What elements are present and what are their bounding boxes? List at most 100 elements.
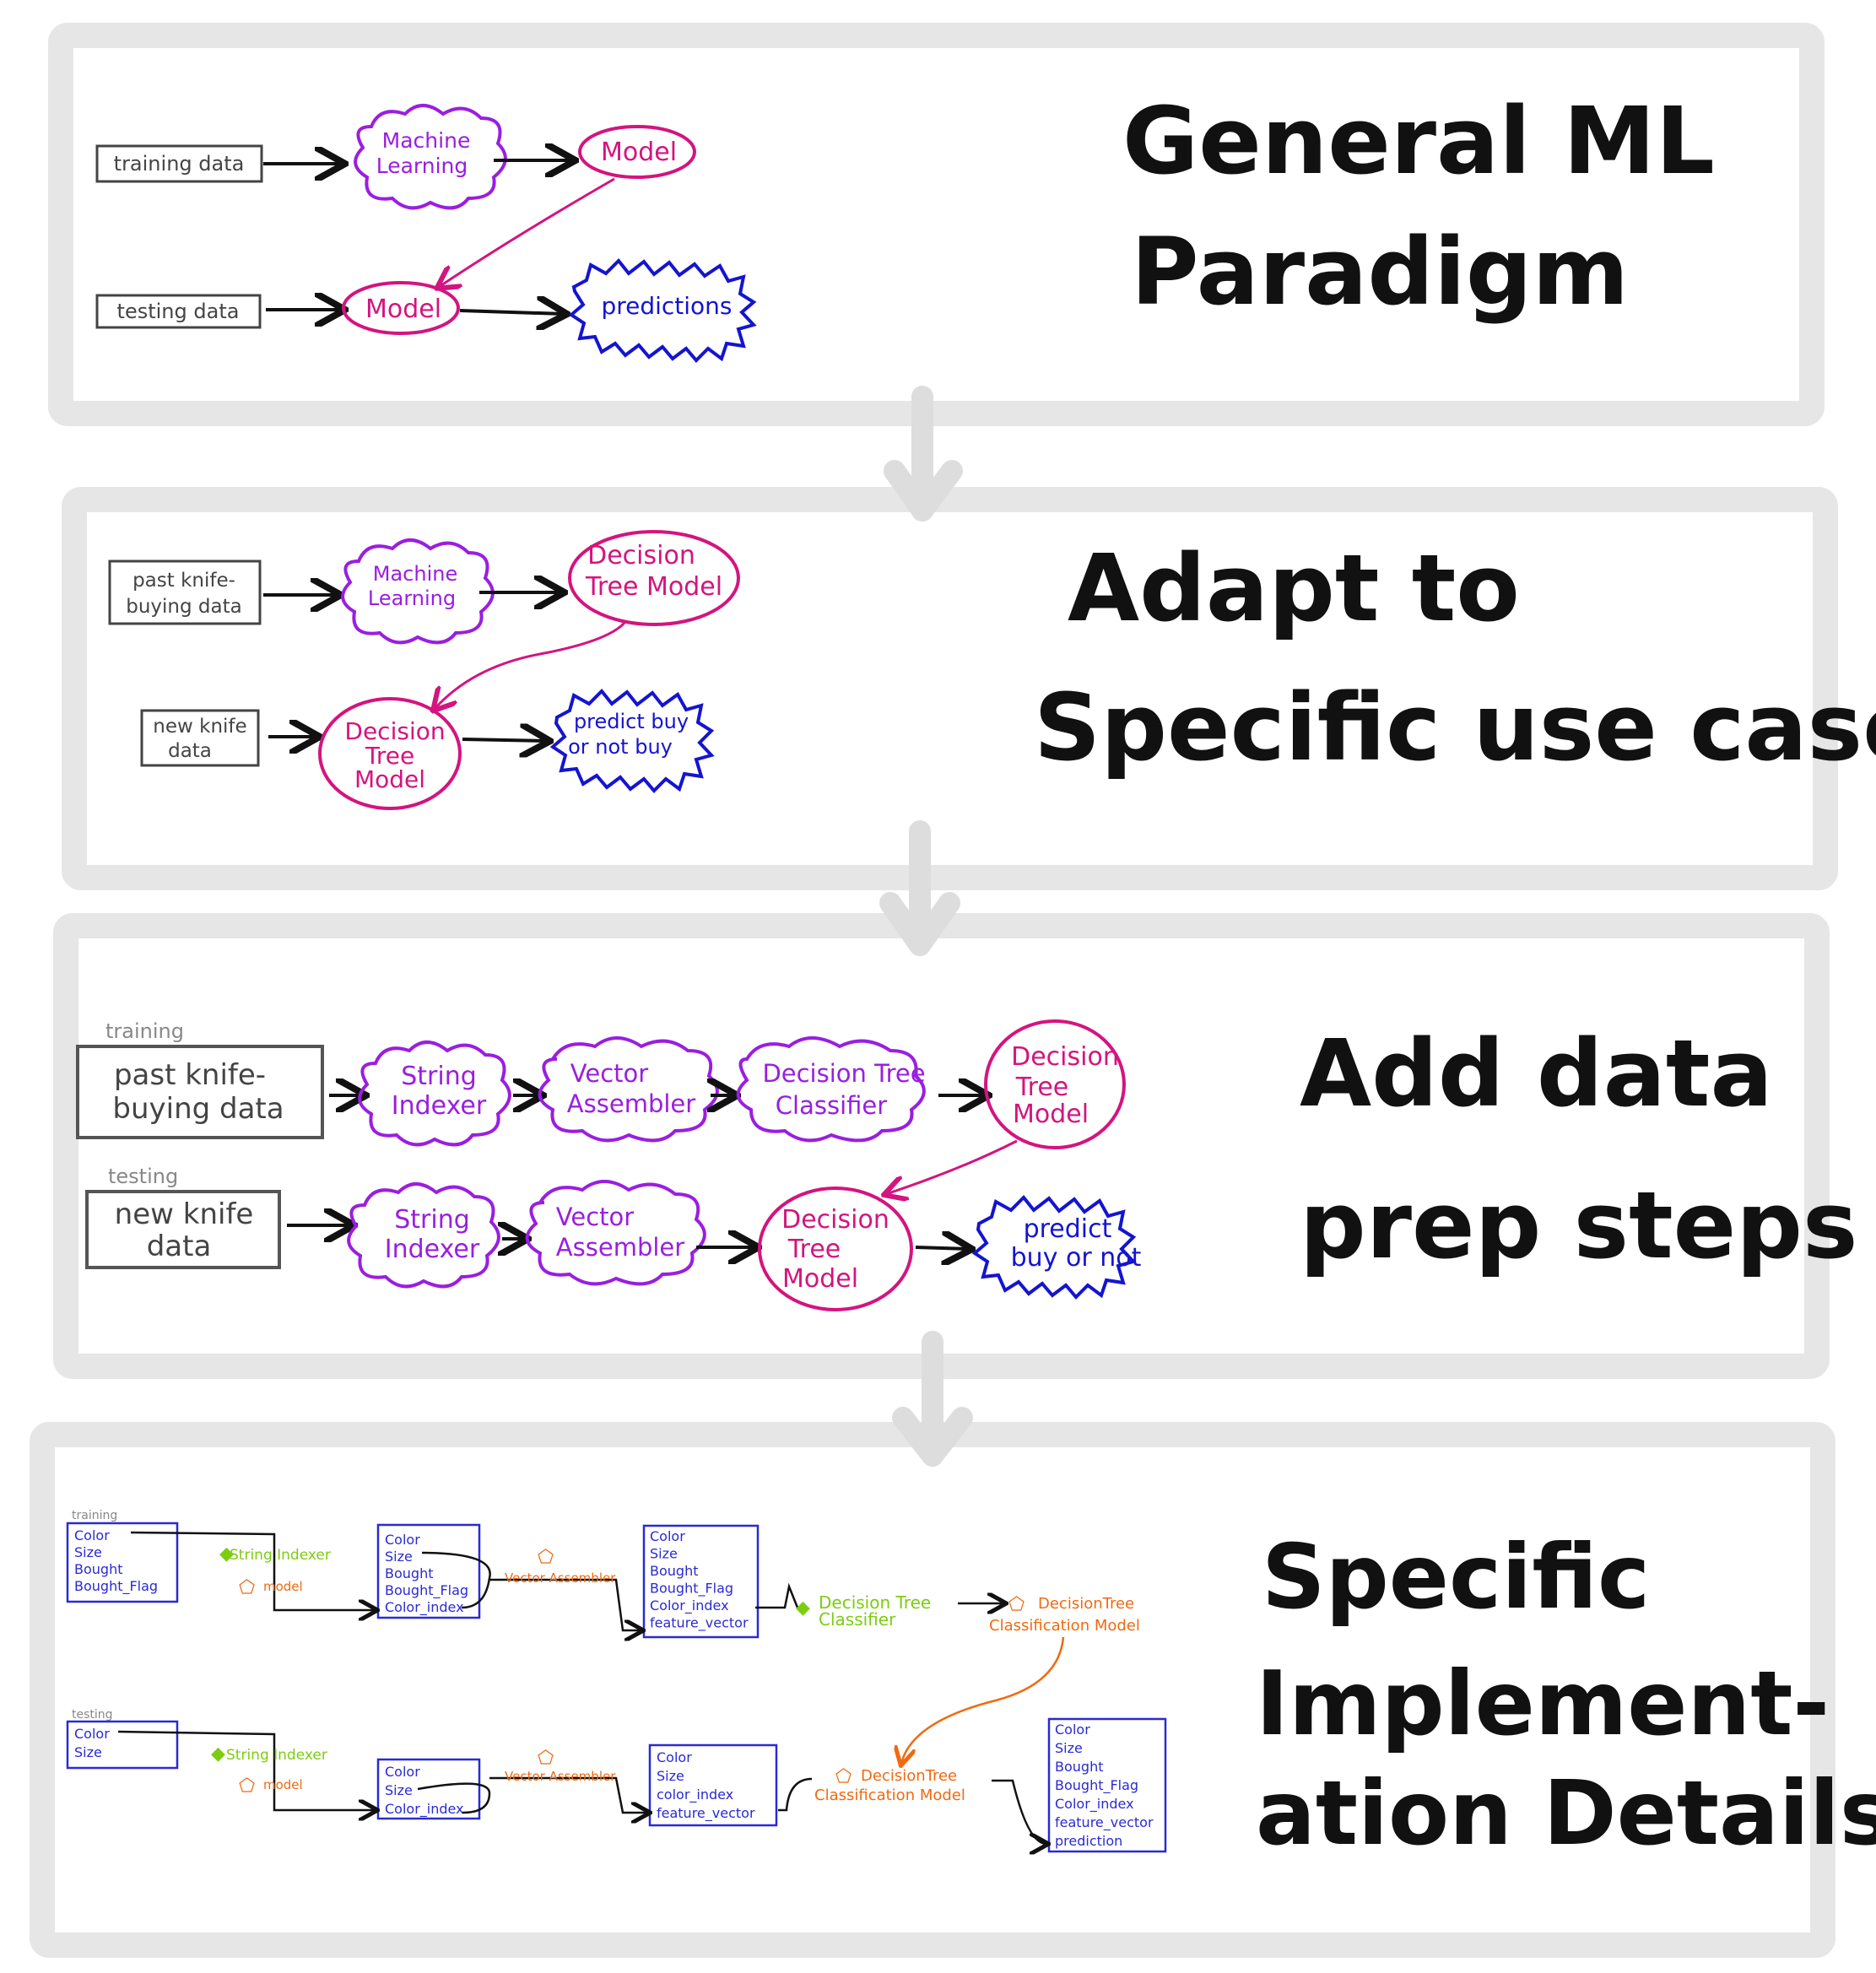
ml-cloud-line1: Machine bbox=[382, 128, 471, 153]
string-indexer-test-label: String Indexer bbox=[226, 1747, 327, 1764]
model-bottom-ellipse bbox=[342, 281, 460, 335]
connector bbox=[755, 1582, 799, 1609]
string-indexer-train-label: String Indexer bbox=[230, 1547, 331, 1564]
ml-cloud bbox=[354, 104, 507, 210]
dt-classifier-line2: Classifier bbox=[776, 1091, 887, 1120]
string-indexer-bottom-line2: Indexer bbox=[385, 1235, 480, 1264]
past-knife-data-box bbox=[108, 559, 262, 625]
flow-arrow-1 bbox=[884, 386, 963, 522]
past-knife-line2: buying data bbox=[126, 596, 241, 618]
testing-data-label: testing data bbox=[117, 300, 240, 323]
column-name: Size bbox=[1055, 1740, 1083, 1756]
vector-assembler-bottom-line1: Vector bbox=[556, 1203, 634, 1231]
column-name: Size bbox=[74, 1544, 102, 1560]
column-name: Color_index bbox=[385, 1599, 464, 1616]
connector bbox=[421, 1551, 491, 1609]
dt-model-3-bottom-line1: Decision bbox=[781, 1205, 889, 1235]
panel-3-title-line1: Add data bbox=[1300, 1019, 1773, 1127]
new-knife-data-box-3 bbox=[85, 1190, 281, 1269]
column-name: feature_vector bbox=[650, 1615, 749, 1632]
new-knife-line1: new knife bbox=[153, 716, 246, 738]
vector-assembler-test-icon: ⬠ bbox=[538, 1748, 554, 1769]
column-name: feature_vector bbox=[1055, 1814, 1154, 1831]
column-name: Size bbox=[650, 1546, 678, 1562]
new-knife-3-line2: data bbox=[147, 1230, 212, 1263]
model-top-label: Model bbox=[601, 138, 677, 167]
train-vector-box bbox=[642, 1524, 760, 1639]
column-name: Color_index bbox=[385, 1801, 464, 1818]
column-name: Bought_Flag bbox=[74, 1578, 158, 1595]
vector-assembler-top-line2: Assembler bbox=[567, 1089, 695, 1118]
string-indexer-top-line1: String bbox=[401, 1062, 477, 1091]
dt-model-test-icon: ⬠ bbox=[835, 1766, 851, 1787]
panel-4-title-line1: Specific bbox=[1262, 1526, 1650, 1629]
panel-2-frame bbox=[62, 487, 1838, 890]
training-data-box bbox=[95, 144, 263, 183]
panel-2-title-line2: Specific use case bbox=[1034, 673, 1876, 781]
vector-assembler-test-label: Vector Assembler bbox=[505, 1769, 616, 1784]
past-knife-data-box-3 bbox=[76, 1045, 324, 1139]
train-indexed-box bbox=[376, 1523, 481, 1619]
panel-1-title-line1: General ML bbox=[1122, 87, 1715, 195]
predict-buy-line2: or not buy bbox=[568, 735, 673, 759]
column-name: Color bbox=[385, 1532, 420, 1548]
new-knife-data-box bbox=[140, 709, 260, 767]
dt-model-bottom-line1: Decision bbox=[344, 717, 445, 745]
panel-1-frame bbox=[48, 23, 1825, 426]
column-name: Color bbox=[74, 1527, 110, 1543]
vector-assembler-train-label: Vector Assembler bbox=[505, 1570, 616, 1586]
vector-assembler-cloud-bottom bbox=[525, 1180, 706, 1286]
flow-arrow-3 bbox=[892, 1331, 973, 1467]
connector bbox=[992, 1779, 1046, 1844]
dt-classifier-cloud bbox=[736, 1036, 926, 1143]
column-name: Bought_Flag bbox=[385, 1582, 468, 1599]
column-name: Bought_Flag bbox=[1055, 1777, 1138, 1794]
dt-classifier-line2: Classifier bbox=[819, 1609, 896, 1630]
column-name: Size bbox=[385, 1549, 413, 1565]
string-indexer-test-icon: ◆ bbox=[211, 1743, 225, 1765]
panel-1: General ML Paradigm training data Machin… bbox=[95, 87, 1715, 363]
dt-model-3-bottom-line2: Tree bbox=[787, 1235, 841, 1264]
arrow bbox=[459, 311, 564, 314]
panel-2: Adapt to Specific use case past knife- b… bbox=[108, 530, 1876, 810]
column-name: Color bbox=[657, 1749, 692, 1765]
dt-model-train-icon: ⬠ bbox=[1008, 1594, 1025, 1615]
column-name: Bought_Flag bbox=[650, 1581, 733, 1597]
panel-3-frame bbox=[53, 913, 1830, 1379]
column-name: Color_index bbox=[650, 1597, 729, 1614]
column-name: prediction bbox=[1055, 1833, 1122, 1849]
panel-4-title-line2: Implement- bbox=[1256, 1652, 1830, 1755]
new-knife-line2: data bbox=[168, 740, 212, 762]
ml-cloud-2-line2: Learning bbox=[368, 586, 456, 610]
dt-model-3-bottom-line3: Model bbox=[782, 1264, 858, 1294]
arrow bbox=[439, 177, 615, 287]
column-name: color_index bbox=[657, 1787, 733, 1803]
connector bbox=[489, 1578, 641, 1630]
arrow bbox=[886, 1139, 1018, 1194]
arrow bbox=[462, 739, 547, 741]
column-name: Bought bbox=[385, 1565, 433, 1581]
dt-model-bottom-line2: Tree bbox=[365, 742, 414, 770]
string-indexer-cloud-bottom bbox=[347, 1182, 500, 1289]
predictions-burst bbox=[568, 258, 757, 363]
predict-buy-burst bbox=[549, 689, 715, 793]
dt-model-train-line2: Classification Model bbox=[989, 1617, 1140, 1635]
dt-model-top-line2: Tree Model bbox=[585, 572, 722, 602]
panel-3-title-line2: prep steps bbox=[1300, 1171, 1858, 1279]
string-indexer-top-line2: Indexer bbox=[392, 1091, 487, 1121]
predict-3-line2: buy or not bbox=[1011, 1243, 1142, 1273]
connector bbox=[117, 1730, 376, 1810]
flow-arrow-2 bbox=[879, 820, 960, 956]
predict-burst-3 bbox=[971, 1195, 1137, 1300]
output-cols-box bbox=[1047, 1717, 1167, 1853]
column-name: feature_vector bbox=[657, 1805, 755, 1822]
train-vector-cols-list: ColorSizeBoughtBought_FlagColor_indexfea… bbox=[650, 1528, 749, 1632]
train-cols-box bbox=[66, 1522, 179, 1603]
testing-tag: testing bbox=[108, 1165, 178, 1188]
arrow bbox=[915, 1247, 969, 1249]
